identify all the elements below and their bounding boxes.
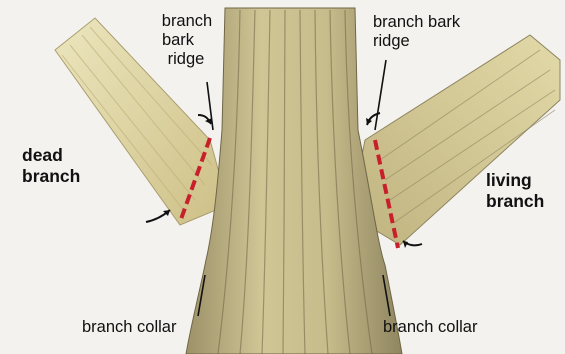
living-branch-shape — [350, 35, 560, 245]
left-collar-label: branch collar — [82, 318, 176, 337]
living-branch-label: living branch — [486, 170, 544, 212]
left-ridge-label: branch bark ridge — [147, 12, 227, 69]
right-collar-label: branch collar — [383, 318, 477, 337]
right-ridge-label: branch bark ridge — [373, 13, 460, 51]
dead-branch-label: dead branch — [22, 145, 80, 187]
